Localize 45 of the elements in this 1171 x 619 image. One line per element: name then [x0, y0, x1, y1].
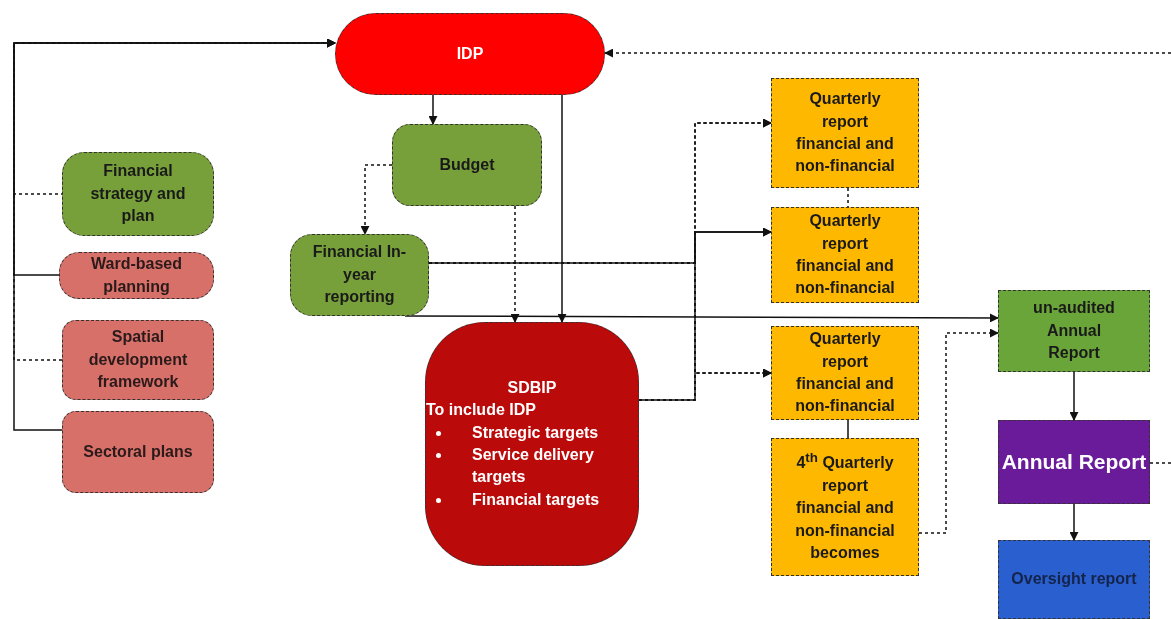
node-title: Budget [439, 154, 495, 175]
report-box [998, 540, 1150, 619]
arrow [918, 328, 999, 534]
arrow [510, 205, 520, 323]
process-box [59, 252, 214, 299]
sdbip-box [425, 322, 639, 566]
connector-line [847, 419, 849, 439]
node-title: Spatial development framework [87, 327, 189, 393]
node-title: IDP [456, 43, 484, 64]
process-box [392, 124, 542, 206]
node-title: Annual Report [1001, 448, 1147, 475]
node-title: Ward-based planning [90, 254, 183, 297]
arrow [13, 38, 336, 361]
node-title: Financial In-year reporting [311, 242, 408, 308]
bullet-item: Financial targets [434, 488, 638, 512]
report-box [771, 326, 919, 420]
node-text: To include IDP [426, 400, 536, 421]
process-box [62, 320, 214, 400]
node-title: SDBIP [507, 377, 557, 398]
arrow [604, 48, 1171, 58]
report-box [771, 78, 919, 188]
arrow [638, 368, 772, 401]
process-box [62, 411, 214, 493]
node-title: Sectoral plans [83, 441, 193, 462]
node-title: 4$^{th}$ Quarterly report financial and non-financial becomes [794, 449, 896, 564]
process-box [62, 152, 214, 236]
arrow [1069, 371, 1079, 421]
connector-line [1149, 462, 1171, 464]
node-title: Quarterly report financial and non-financial [794, 329, 896, 417]
process-box [290, 234, 429, 316]
arrow [1069, 503, 1079, 541]
arrow [428, 94, 438, 125]
node-title: Quarterly report financial and non-financial [794, 211, 896, 299]
node-title: Financial strategy and plan [89, 161, 187, 227]
bullet-item: Strategic targets [434, 421, 638, 444]
node-title: Quarterly report financial and non-financial [794, 89, 896, 177]
report-box [771, 438, 919, 576]
arrow [360, 164, 393, 235]
report-box [998, 290, 1150, 372]
report-box [998, 420, 1150, 504]
node-title: un-audited Annual Report [1032, 298, 1116, 364]
report-box [771, 207, 919, 303]
bullet-item: Service delivery targets [434, 444, 638, 489]
arrow [557, 94, 567, 323]
node-title: Oversight report [1011, 569, 1137, 590]
